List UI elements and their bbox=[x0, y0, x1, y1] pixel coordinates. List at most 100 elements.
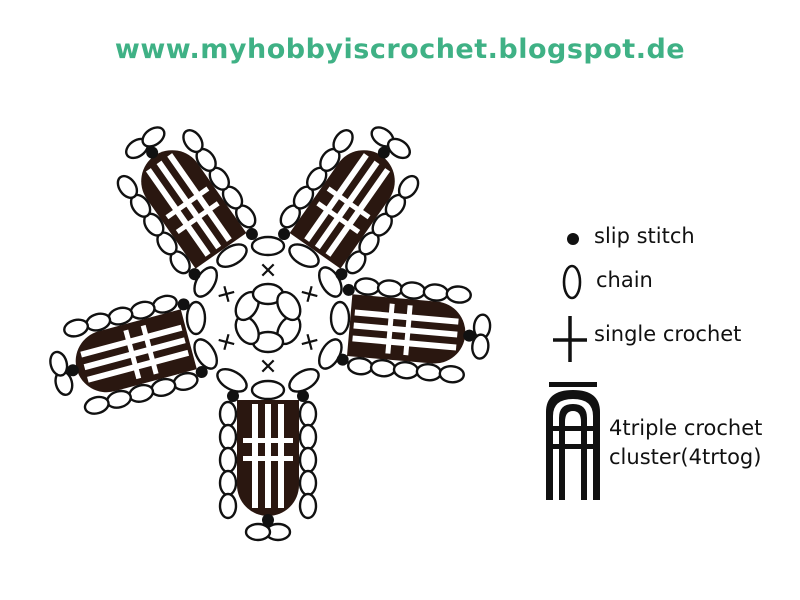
center-chain bbox=[276, 290, 302, 322]
petal-chain bbox=[218, 423, 238, 451]
ring-chain bbox=[250, 379, 286, 401]
petal-chain bbox=[392, 360, 420, 380]
petal-chain bbox=[298, 446, 318, 474]
petal bbox=[218, 390, 318, 542]
ring-chain bbox=[288, 367, 320, 393]
single-crochet-stem bbox=[223, 333, 230, 351]
petal-base-slip-stitch bbox=[195, 365, 208, 378]
petal-chain bbox=[298, 423, 318, 451]
filled-dot-icon bbox=[567, 233, 579, 245]
petal-base-slip-stitch bbox=[342, 283, 355, 296]
ring-chain bbox=[216, 367, 248, 393]
petal-chain bbox=[218, 469, 238, 497]
legend-cluster-label-line2: cluster(4trtog) bbox=[609, 445, 762, 469]
legend-cluster-symbol bbox=[546, 382, 600, 500]
single-crochet-mark bbox=[301, 285, 318, 303]
petal-tip-chain bbox=[244, 522, 272, 542]
ring-chain bbox=[329, 300, 351, 336]
petal-chain bbox=[218, 492, 238, 520]
petal-base-slip-stitch bbox=[188, 268, 201, 281]
petal-base-slip-stitch bbox=[336, 353, 349, 366]
single-crochet-stem bbox=[301, 338, 318, 346]
petal-crossbar bbox=[243, 438, 293, 443]
petal-crossbar bbox=[385, 303, 395, 354]
single-crochet-mark bbox=[218, 285, 235, 303]
legend-single-crochet-label: single crochet bbox=[594, 322, 742, 346]
site-url-header: www.myhobbyiscrochet.blogspot.de bbox=[114, 34, 686, 65]
petal-crossbar bbox=[326, 186, 371, 220]
petal-chain bbox=[422, 283, 450, 302]
petal-chain bbox=[332, 129, 354, 154]
legend-cluster-label-line1: 4triple crochet bbox=[609, 416, 763, 440]
petal-crossbar bbox=[316, 201, 361, 235]
petal-base-slip-stitch bbox=[297, 390, 309, 402]
single-crochet-stem bbox=[218, 290, 235, 298]
petal-chain bbox=[369, 358, 397, 378]
petal-chain bbox=[218, 400, 238, 428]
legend-slip-stitch-symbol bbox=[567, 233, 579, 245]
petal-tip-slip-stitch bbox=[377, 146, 390, 159]
petal-chain bbox=[346, 356, 374, 376]
petal-tip-slip-stitch bbox=[262, 514, 274, 526]
legend-single-crochet-symbol bbox=[553, 316, 587, 362]
plus-icon bbox=[553, 316, 587, 362]
petal-tip-chain bbox=[141, 126, 166, 148]
petal-tip-chain bbox=[386, 137, 411, 160]
petal-chain bbox=[298, 400, 318, 428]
petal-chain bbox=[182, 129, 204, 154]
petal-crossbar bbox=[243, 456, 293, 461]
petal-base-slip-stitch bbox=[335, 268, 348, 281]
petal-chain bbox=[83, 395, 110, 415]
petal-base-slip-stitch bbox=[245, 228, 258, 241]
ring-chain bbox=[288, 243, 320, 269]
petal bbox=[336, 277, 492, 384]
oval-icon bbox=[562, 264, 582, 300]
legend-slip-stitch-label: slip stitch bbox=[594, 224, 695, 248]
petal-base-slip-stitch bbox=[227, 390, 239, 402]
petal-chain bbox=[218, 446, 238, 474]
petal-chain bbox=[63, 318, 90, 338]
petal-chain bbox=[445, 285, 472, 304]
cluster-icon bbox=[546, 382, 600, 500]
legend-chain-symbol bbox=[562, 264, 582, 300]
petal-chain bbox=[397, 174, 420, 199]
ring-chain bbox=[250, 235, 286, 257]
legend-cluster-label: 4triple crochet cluster(4trtog) bbox=[609, 414, 762, 472]
petal-tip-slip-stitch bbox=[66, 364, 79, 377]
petal-crossbar bbox=[403, 305, 413, 356]
single-crochet-mark bbox=[261, 359, 275, 373]
petal bbox=[278, 126, 420, 281]
petal-crossbar bbox=[123, 329, 142, 380]
ring-chain bbox=[216, 243, 248, 269]
petal-crossbar bbox=[165, 186, 210, 220]
single-crochet-stem bbox=[306, 285, 313, 303]
petal-tip-chain bbox=[49, 350, 69, 377]
flower-chart bbox=[49, 126, 492, 542]
petal bbox=[49, 294, 208, 415]
single-crochet-stem bbox=[261, 263, 275, 277]
single-crochet-mark bbox=[301, 333, 318, 351]
petal-chain bbox=[415, 362, 443, 382]
petal-chain bbox=[376, 279, 404, 298]
petal-chain bbox=[353, 277, 381, 296]
ring-chain bbox=[185, 300, 207, 336]
single-crochet-mark bbox=[218, 333, 235, 351]
petal-crossbar bbox=[175, 201, 220, 235]
petal-tip-slip-stitch bbox=[146, 146, 159, 159]
petal-tip-slip-stitch bbox=[463, 329, 476, 342]
ring-chain bbox=[193, 338, 219, 370]
single-crochet-stem bbox=[261, 359, 275, 373]
petal-base-slip-stitch bbox=[177, 298, 190, 311]
petal-chain bbox=[116, 174, 139, 199]
single-crochet-mark bbox=[261, 263, 275, 277]
petal bbox=[116, 126, 258, 281]
petal-chain bbox=[298, 469, 318, 497]
petal-chain bbox=[399, 281, 427, 300]
petal-chain bbox=[298, 492, 318, 520]
petal-base-slip-stitch bbox=[278, 228, 291, 241]
petal-tip-chain bbox=[471, 333, 490, 360]
petal-chain bbox=[438, 364, 465, 384]
legend-chain-label: chain bbox=[596, 268, 653, 292]
petal-crossbar bbox=[140, 324, 159, 375]
